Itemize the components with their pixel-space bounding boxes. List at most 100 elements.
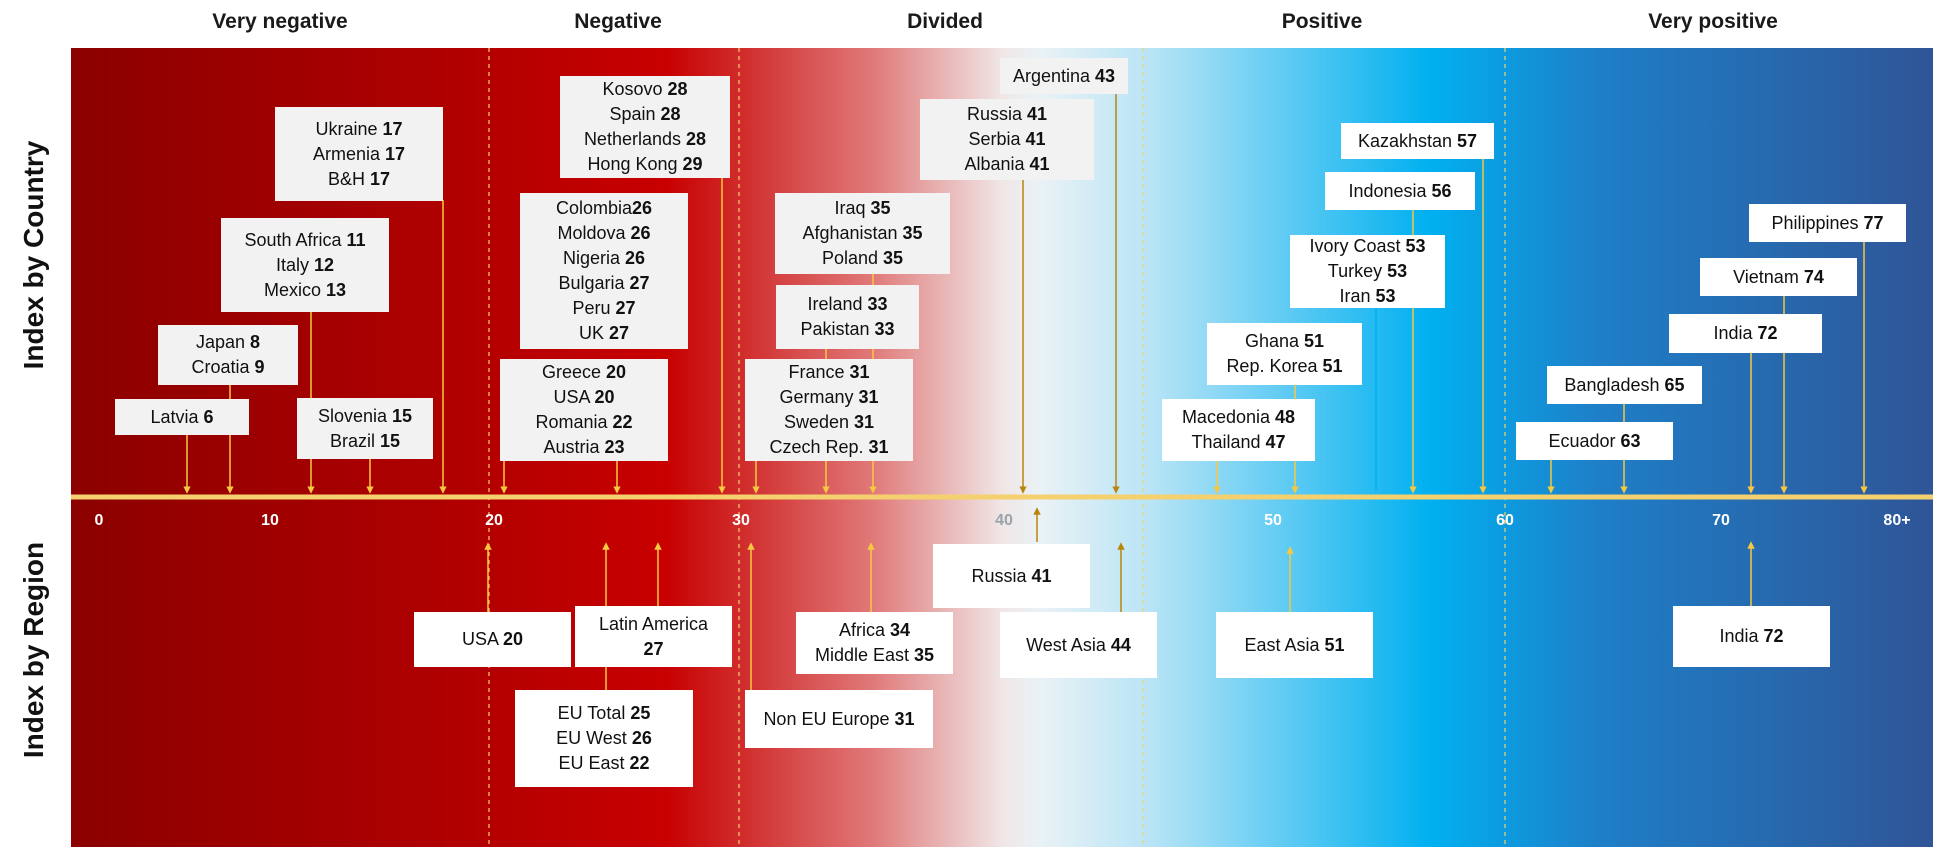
data-label: South Africa 11: [244, 229, 366, 250]
data-label: Colombia26: [555, 198, 653, 218]
data-label: Ecuador 63: [1548, 430, 1641, 451]
data-label: Peru 27: [572, 298, 636, 318]
country-box: Kosovo 28 Spain 28 Netherlands 28 Hong K…: [560, 76, 730, 178]
data-label: East Asia 51: [1244, 634, 1345, 655]
data-label: EU East 22: [558, 753, 650, 773]
region-box: Russia 41: [933, 544, 1090, 608]
data-label: Poland 35: [821, 248, 904, 268]
country-box: France 31 Germany 31 Sweden 31 Czech Rep…: [745, 359, 913, 461]
country-box: India 72: [1669, 314, 1822, 353]
country-box: Bangladesh 65: [1547, 366, 1702, 404]
data-label: Bulgaria 27: [558, 273, 650, 293]
data-label: Vietnam 74: [1733, 266, 1824, 287]
data-label: Argentina 43: [1012, 65, 1116, 86]
data-label: Germany 31: [779, 387, 879, 407]
country-box: Philippines 77: [1749, 204, 1906, 242]
region-box: East Asia 51: [1216, 612, 1373, 678]
data-label: Macedonia 48: [1181, 407, 1296, 427]
data-label: Ukraine 17: [315, 118, 403, 139]
country-box: Japan 8 Croatia 9: [158, 325, 298, 385]
data-label: 27: [643, 638, 664, 659]
data-label: Latvia 6: [150, 406, 214, 427]
region-box: EU Total 25 EU West 26 EU East 22: [515, 690, 693, 787]
country-box: Ukraine 17 Armenia 17 B&H 17: [275, 107, 443, 201]
region-box: Latin America 27: [575, 606, 732, 667]
axis-tick: 50: [1264, 512, 1282, 529]
data-label: Greece 20: [541, 362, 627, 382]
data-label: Kazakhstan 57: [1357, 130, 1478, 151]
country-box: Ghana 51 Rep. Korea 51: [1207, 323, 1362, 385]
data-label: Rep. Korea 51: [1226, 356, 1343, 376]
axis-tick: 20: [485, 512, 503, 529]
data-label: Sweden 31: [783, 412, 875, 432]
data-label: Serbia 41: [968, 129, 1046, 149]
data-label: Mexico 13: [263, 279, 347, 300]
country-box: Macedonia 48 Thailand 47: [1162, 399, 1315, 461]
data-label: Spain 28: [609, 104, 681, 124]
data-label: Czech Rep. 31: [769, 437, 889, 457]
data-label: Croatia 9: [191, 357, 265, 377]
data-label: Austria 23: [543, 437, 625, 457]
data-label: West Asia 44: [1026, 634, 1131, 655]
data-label: Armenia 17: [312, 143, 406, 164]
category-positive: Positive: [1281, 10, 1363, 33]
data-label: Iran 53: [1339, 286, 1396, 306]
data-label: Russia 41: [966, 104, 1048, 124]
axis-tick: 30: [732, 512, 750, 529]
axis-tick: 0: [94, 512, 104, 529]
country-box: Argentina 43: [1000, 58, 1128, 94]
data-label: Middle East 35: [814, 645, 935, 665]
data-label: Philippines 77: [1771, 212, 1884, 233]
country-box: Kazakhstan 57: [1341, 123, 1494, 159]
country-box: Ireland 33 Pakistan 33: [776, 285, 919, 349]
data-label: Japan 8: [195, 332, 261, 352]
data-label: Moldova 26: [557, 223, 651, 243]
data-label: Ivory Coast 53: [1309, 236, 1426, 256]
category-divided: Divided: [907, 10, 983, 33]
region-box: West Asia 44: [1000, 612, 1157, 678]
region-box: Africa 34 Middle East 35: [796, 612, 953, 674]
data-label: Slovenia 15: [317, 405, 413, 426]
data-label: Nigeria 26: [562, 248, 646, 268]
data-label: B&H 17: [327, 168, 391, 189]
country-box: Ivory Coast 53 Turkey 53 Iran 53: [1290, 235, 1445, 308]
axis-tick: 70: [1712, 512, 1730, 529]
country-box: Slovenia 15 Brazil 15: [297, 398, 433, 459]
data-label: Ireland 33: [807, 294, 888, 314]
data-label: India 72: [1719, 626, 1784, 646]
data-label: France 31: [788, 362, 870, 382]
country-box: South Africa 11 Italy 12 Mexico 13: [221, 218, 389, 312]
data-label: Latin America: [598, 613, 709, 634]
axis-tick: 40: [995, 512, 1013, 529]
region-box: USA 20: [414, 612, 571, 667]
category-negative: Negative: [574, 10, 662, 33]
country-box: Latvia 6: [115, 399, 249, 435]
data-label: Romania 22: [535, 412, 633, 432]
country-box: Greece 20 USA 20 Romania 22 Austria 23: [500, 359, 668, 461]
region-box: Non EU Europe 31: [745, 690, 933, 748]
data-label: Pakistan 33: [800, 319, 895, 339]
country-box: Ecuador 63: [1516, 422, 1673, 460]
data-label: Brazil 15: [329, 430, 401, 451]
data-label: Netherlands 28: [583, 129, 707, 149]
axis-tick: 10: [261, 512, 279, 529]
category-dividers: [488, 48, 1506, 847]
data-label: Non EU Europe 31: [763, 708, 915, 729]
country-box: Russia 41 Serbia 41 Albania 41: [920, 99, 1094, 180]
data-label: Bangladesh 65: [1564, 374, 1685, 395]
data-label: Ghana 51: [1244, 331, 1325, 351]
data-label: UK 27: [578, 323, 630, 343]
region-box: India 72: [1673, 606, 1830, 667]
data-label: India 72: [1713, 323, 1778, 343]
data-label: Indonesia 56: [1348, 180, 1452, 201]
data-label: Russia 41: [971, 565, 1052, 586]
category-very-negative: Very negative: [212, 10, 348, 33]
country-box: Indonesia 56: [1325, 172, 1475, 210]
data-label: Thailand 47: [1191, 432, 1286, 452]
data-label: Italy 12: [275, 254, 335, 275]
data-label: Turkey 53: [1327, 261, 1408, 281]
country-box: Vietnam 74: [1700, 258, 1857, 296]
data-label: Kosovo 28: [602, 79, 688, 99]
category-very-positive: Very positive: [1648, 10, 1778, 33]
